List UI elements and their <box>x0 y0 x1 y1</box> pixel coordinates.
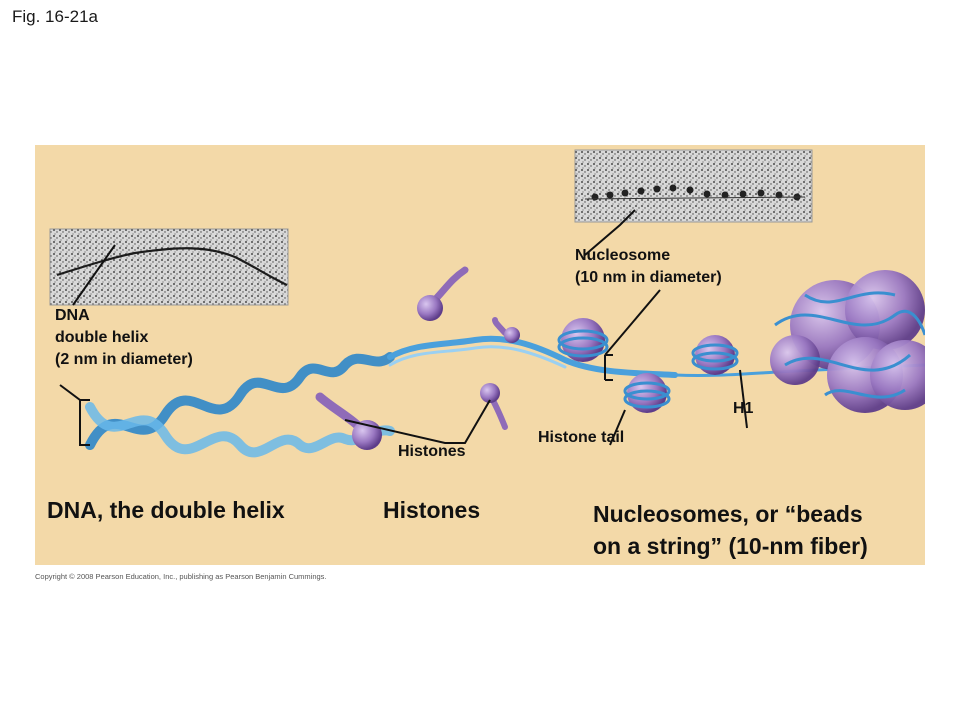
section-title-histones: Histones <box>383 497 481 523</box>
histone-tail-label: Histone tail <box>538 429 625 446</box>
dna-label-line1: DNA <box>55 307 90 324</box>
histone-ball-4 <box>480 383 508 430</box>
histone-ball-1 <box>417 266 469 321</box>
nucleosome-bead-2 <box>623 373 671 413</box>
histones-small-label: Histones <box>398 443 466 460</box>
nucleosome-bead-3 <box>691 335 739 375</box>
section-title-nucleosomes-line1: Nucleosomes, or “beads <box>593 501 863 527</box>
section-title-nucleosomes-line2: on a string” (10-nm fiber) <box>593 533 868 559</box>
nucleosome-label-line1: Nucleosome <box>575 247 671 264</box>
nucleosome-label-line2: (10 nm in diameter) <box>575 269 722 286</box>
figure-label: Fig. 16-21a <box>12 7 98 26</box>
copyright-text: Copyright © 2008 Pearson Education, Inc.… <box>35 572 327 581</box>
dna-label-line3: (2 nm in diameter) <box>55 351 193 368</box>
dna-label-line2: double helix <box>55 329 149 346</box>
nucleosome-beads-in-micrograph <box>584 184 806 201</box>
h1-label: H1 <box>733 400 754 417</box>
chromatin-mass <box>770 270 925 413</box>
diagram-art <box>49 149 925 458</box>
nucleosome-bead-1 <box>557 318 609 362</box>
nucleosome-micrograph <box>574 149 813 223</box>
diagram-panel: DNA double helix (2 nm in diameter) Nucl… <box>35 145 925 565</box>
section-title-dna: DNA, the double helix <box>47 497 285 523</box>
histone-ball-2 <box>492 317 520 343</box>
dna-micrograph <box>49 228 289 306</box>
dna-strand-in-micrograph <box>56 247 288 286</box>
leader-lines <box>59 209 748 446</box>
